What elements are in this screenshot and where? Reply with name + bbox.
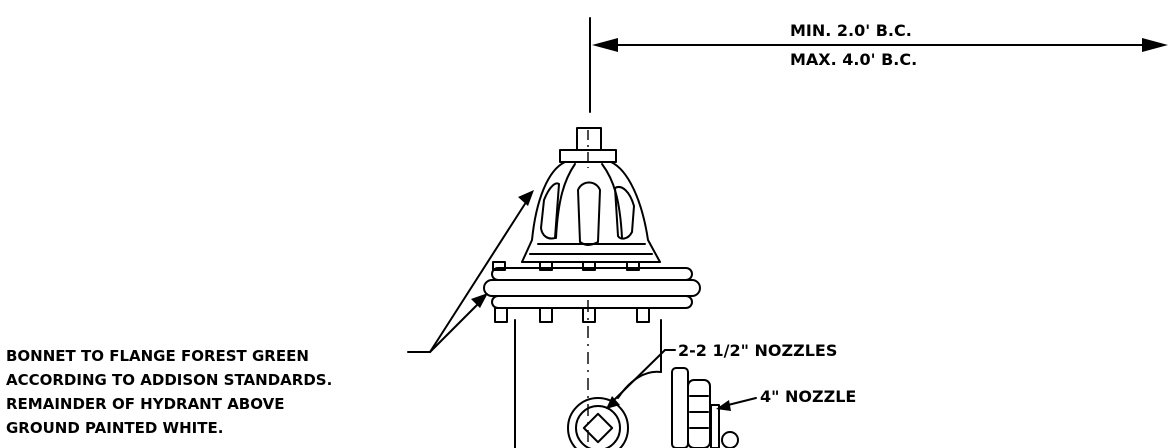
dimension-arrow-right — [1142, 38, 1168, 52]
barrel — [514, 319, 662, 448]
bonnet-note-line-2: ACCORDING TO ADDISON STANDARDS. — [6, 371, 332, 389]
nozzles-label: 2-2 1/2" NOZZLES — [678, 341, 837, 360]
pumper-leader — [716, 397, 757, 411]
bonnet-note-line-3: REMAINDER OF HYDRANT ABOVE — [6, 395, 284, 413]
bonnet-note-line-4: GROUND PAINTED WHITE. — [6, 419, 223, 437]
bonnet-leaders — [407, 190, 534, 353]
dimension-line — [592, 38, 1168, 52]
dimension-arrow-left — [592, 38, 618, 52]
bonnet — [521, 161, 661, 263]
pumper-nozzle — [671, 367, 739, 448]
flange — [483, 261, 701, 323]
centerline — [587, 17, 591, 448]
bonnet-note-line-1: BONNET TO FLANGE FOREST GREEN — [6, 347, 309, 365]
dimension-min-label: MIN. 2.0' B.C. — [790, 21, 912, 40]
pumper-nozzle-label: 4" NOZZLE — [760, 387, 856, 406]
side-nozzle — [567, 370, 662, 448]
nozzles-leader — [606, 349, 676, 409]
operating-nut — [559, 127, 617, 163]
dimension-max-label: MAX. 4.0' B.C. — [790, 50, 917, 69]
